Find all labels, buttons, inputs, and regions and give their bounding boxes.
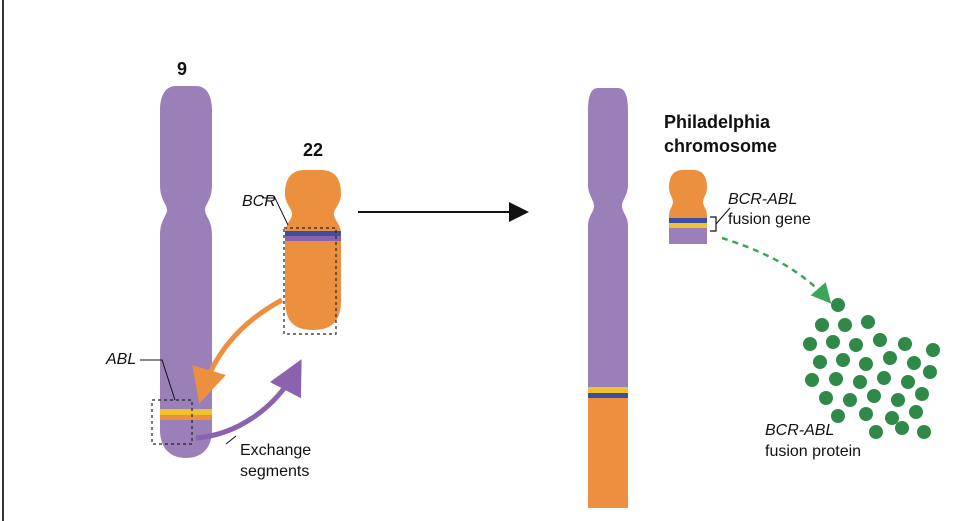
- protein-dot: [819, 391, 833, 405]
- protein-dot: [813, 355, 827, 369]
- protein-dot: [926, 343, 940, 357]
- protein-dot: [815, 318, 829, 332]
- exchange-label-line1: Exchange: [240, 442, 311, 459]
- bcr-band: [285, 231, 341, 236]
- philadelphia-label-line2: chromosome: [664, 136, 777, 156]
- protein-dot: [826, 335, 840, 349]
- protein-dot: [831, 298, 845, 312]
- chromosome-22-label: 22: [303, 140, 323, 160]
- bcr-band-purple: [285, 236, 341, 241]
- protein-dot: [859, 357, 873, 371]
- chromosome-22: [284, 170, 341, 334]
- protein-dot: [869, 425, 883, 439]
- philadelphia-label-line1: Philadelphia: [664, 112, 771, 132]
- fusion-gene-label-line2: fusion gene: [728, 211, 811, 228]
- protein-dot: [803, 337, 817, 351]
- philadelphia-chromosome: [669, 170, 707, 244]
- protein-dot: [898, 337, 912, 351]
- protein-dot: [838, 318, 852, 332]
- abl-band-orange: [160, 415, 212, 420]
- exchange-label-line2: segments: [240, 463, 309, 480]
- protein-dot: [877, 371, 891, 385]
- derivative-chromosome-9: [588, 88, 628, 508]
- fusion-gene-label-line1: BCR-ABL: [728, 191, 797, 208]
- chromosome-9: [152, 86, 212, 458]
- protein-dot: [831, 409, 845, 423]
- protein-dot: [859, 407, 873, 421]
- protein-dot: [909, 405, 923, 419]
- protein-dot: [895, 421, 909, 435]
- protein-dot: [829, 372, 843, 386]
- protein-dot: [883, 351, 897, 365]
- chromosome-9-label: 9: [177, 59, 187, 79]
- protein-dot: [836, 353, 850, 367]
- protein-dot: [923, 365, 937, 379]
- protein-dot: [853, 375, 867, 389]
- protein-dot: [891, 393, 905, 407]
- protein-dot: [805, 373, 819, 387]
- protein-dot: [849, 338, 863, 352]
- protein-dot: [885, 411, 899, 425]
- protein-dot: [907, 356, 921, 370]
- protein-dot: [873, 333, 887, 347]
- abl-label: ABL: [105, 351, 136, 368]
- protein-dot: [917, 425, 931, 439]
- protein-dot: [867, 389, 881, 403]
- abl-band: [160, 409, 212, 415]
- bcr-label: BCR: [242, 193, 276, 210]
- protein-dot: [901, 375, 915, 389]
- fusion-protein-label-line2: fusion protein: [765, 443, 861, 460]
- protein-dot: [915, 387, 929, 401]
- fusion-protein-label-line1: BCR-ABL: [765, 422, 834, 439]
- protein-dot: [861, 315, 875, 329]
- protein-dot: [843, 393, 857, 407]
